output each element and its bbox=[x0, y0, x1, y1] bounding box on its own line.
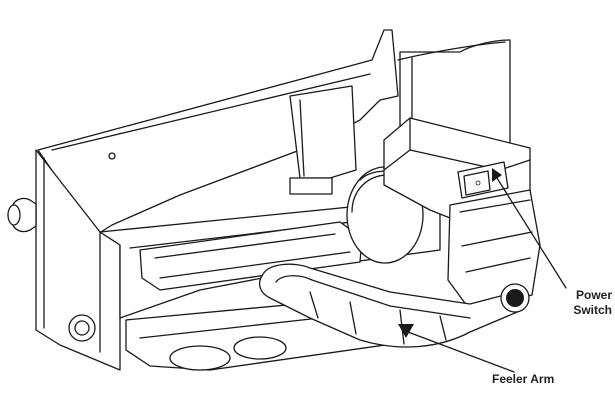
ice-mold-tray bbox=[139, 221, 363, 291]
power-switch-label-line1: Power bbox=[575, 288, 612, 302]
power-switch bbox=[457, 161, 509, 199]
control-box bbox=[383, 117, 541, 311]
feeler-arm-label: Feeler Arm bbox=[492, 372, 555, 386]
fill-cup bbox=[289, 85, 357, 195]
power-switch-label-line2: Switch bbox=[573, 303, 612, 317]
power-switch-leader bbox=[496, 177, 567, 289]
housing-left-endcap bbox=[7, 149, 121, 371]
housing-back-wall bbox=[37, 29, 399, 236]
feeler-arm-leader bbox=[407, 331, 515, 373]
power-switch-label: Power Switch bbox=[560, 288, 612, 318]
feeler-arm bbox=[258, 263, 530, 348]
